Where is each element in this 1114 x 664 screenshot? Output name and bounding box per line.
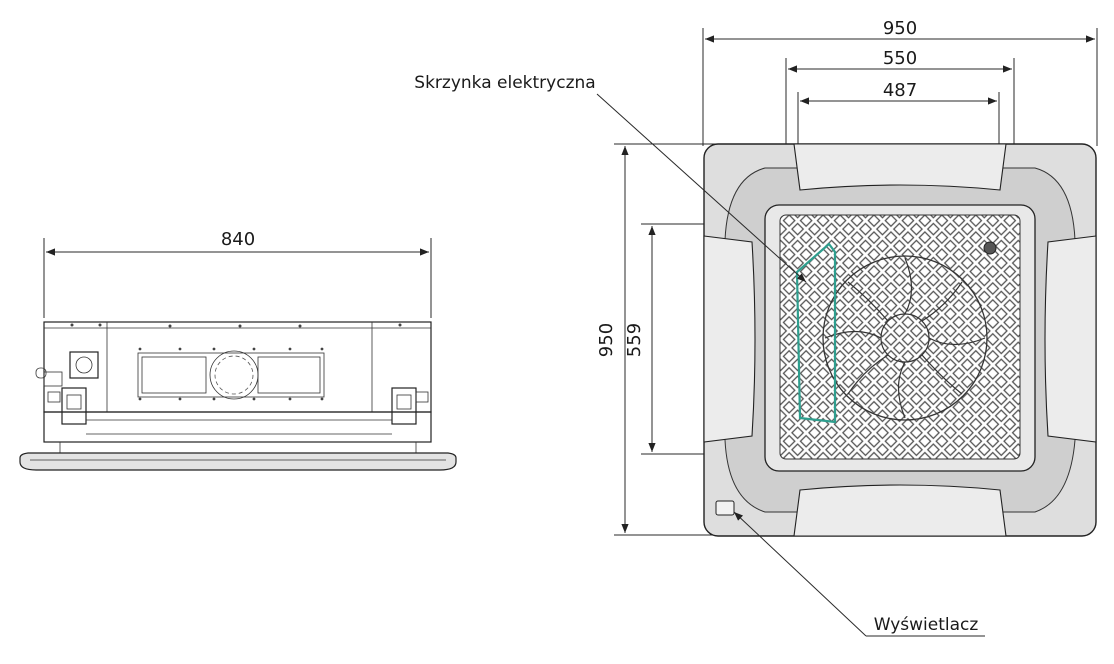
callout-electrical-box: Skrzynka elektryczna (414, 73, 807, 283)
louver-top (793, 143, 1007, 191)
top-view: 950 550 487 950 559 (596, 18, 1098, 537)
callout-display: Wyświetlacz (733, 511, 985, 637)
intake-grille (779, 214, 1021, 460)
decorative-panel (19, 452, 457, 471)
dimension-487-label: 487 (883, 80, 917, 101)
electrical-box-label: Skrzynka elektryczna (414, 73, 595, 93)
hanger-bracket-right (391, 387, 429, 425)
display-leader (733, 511, 867, 637)
dimension-950-horizontal-label: 950 (883, 18, 917, 39)
dimension-550-label: 550 (883, 48, 917, 69)
louver-right (1044, 235, 1097, 443)
dimension-950-vertical-label: 950 (596, 323, 617, 357)
louver-bottom (793, 484, 1007, 537)
electrical-box-leader (596, 93, 807, 283)
side-view: 840 (19, 229, 457, 471)
electrical-box-outline (795, 242, 837, 424)
dimension-559-label: 559 (624, 323, 645, 357)
dimension-840-label: 840 (221, 229, 255, 250)
display-window (715, 500, 735, 516)
display-label: Wyświetlacz (874, 615, 979, 635)
fan-outline (822, 255, 988, 421)
fan-blades (824, 257, 986, 419)
knockout-plate (137, 347, 325, 401)
corner-sensor (983, 241, 997, 255)
pipe-connection (35, 351, 99, 387)
louver-left (703, 235, 756, 443)
hanger-bracket-left (47, 387, 87, 425)
